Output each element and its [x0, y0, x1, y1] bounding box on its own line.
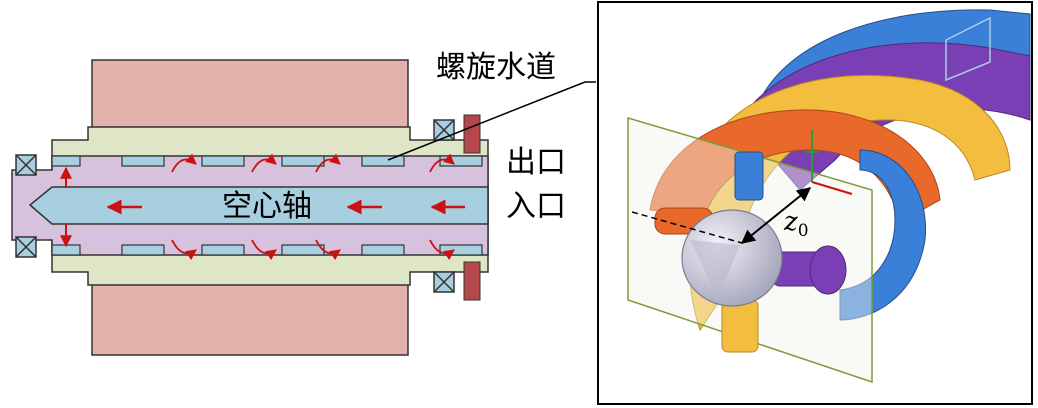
- end-plate-bottom: [463, 261, 481, 301]
- spiral-channel-label: 螺旋水道: [436, 50, 556, 85]
- coil-3d-panel: z0: [597, 1, 1033, 405]
- channel-slot: [201, 155, 245, 167]
- flow-arrow: [171, 153, 197, 173]
- flow-arrow: [171, 239, 197, 261]
- shaft-bore: [28, 186, 489, 225]
- flow-arrow: [315, 239, 341, 261]
- channel-slot: [361, 244, 405, 256]
- nozzle-bottom: [721, 299, 759, 353]
- z0-variable: z: [783, 207, 798, 237]
- z0-dimension-arrow: [740, 187, 812, 244]
- channel-slot: [51, 244, 81, 256]
- channel-slot: [121, 155, 165, 167]
- channel-slot: [361, 155, 405, 167]
- reference-dashed-line: [631, 211, 743, 244]
- coil-orange: [649, 109, 941, 223]
- channel-slots-bottom: [51, 244, 483, 256]
- axis-marker: [806, 130, 818, 182]
- flow-arrow: [251, 239, 277, 261]
- flow-arrow: [429, 153, 455, 173]
- spindle-cross-section: 空心轴: [11, 59, 489, 356]
- spiral-channel-leaders: [387, 81, 596, 161]
- bearing-left-bottom: [15, 236, 37, 258]
- z0-label: z0: [783, 207, 809, 241]
- channel-slots-top: [51, 155, 483, 167]
- flow-arrow: [315, 153, 341, 173]
- bearing-left-top: [15, 154, 37, 176]
- channel-flow-arrows-top: [171, 153, 455, 173]
- channel-slot: [281, 244, 325, 256]
- axis-marker-red: [811, 181, 853, 195]
- nozzle-right: [771, 245, 847, 295]
- channel-slot: [439, 155, 483, 167]
- nozzle-top: [734, 151, 764, 201]
- z0-subscript: 0: [798, 221, 809, 241]
- channel-flow-arrows-bottom: [171, 239, 455, 261]
- outlet-label: 出口: [506, 145, 566, 180]
- cone-tip: [690, 240, 740, 298]
- channel-slot: [439, 244, 483, 256]
- bearing-right-bottom: [433, 271, 455, 293]
- hollow-shaft-label: 空心轴: [222, 189, 312, 224]
- end-plate-top: [463, 114, 481, 154]
- channel-slot: [281, 155, 325, 167]
- coil-blue-inner: [839, 149, 927, 321]
- bearing-right-top: [433, 119, 455, 141]
- inlet-label: 入口: [506, 189, 566, 224]
- section-plane-fragment: [945, 16, 991, 82]
- channel-slot: [51, 155, 81, 167]
- flow-arrow: [251, 153, 277, 173]
- channel-slot: [121, 244, 165, 256]
- channel-slot: [201, 244, 245, 256]
- flow-arrow: [429, 239, 455, 261]
